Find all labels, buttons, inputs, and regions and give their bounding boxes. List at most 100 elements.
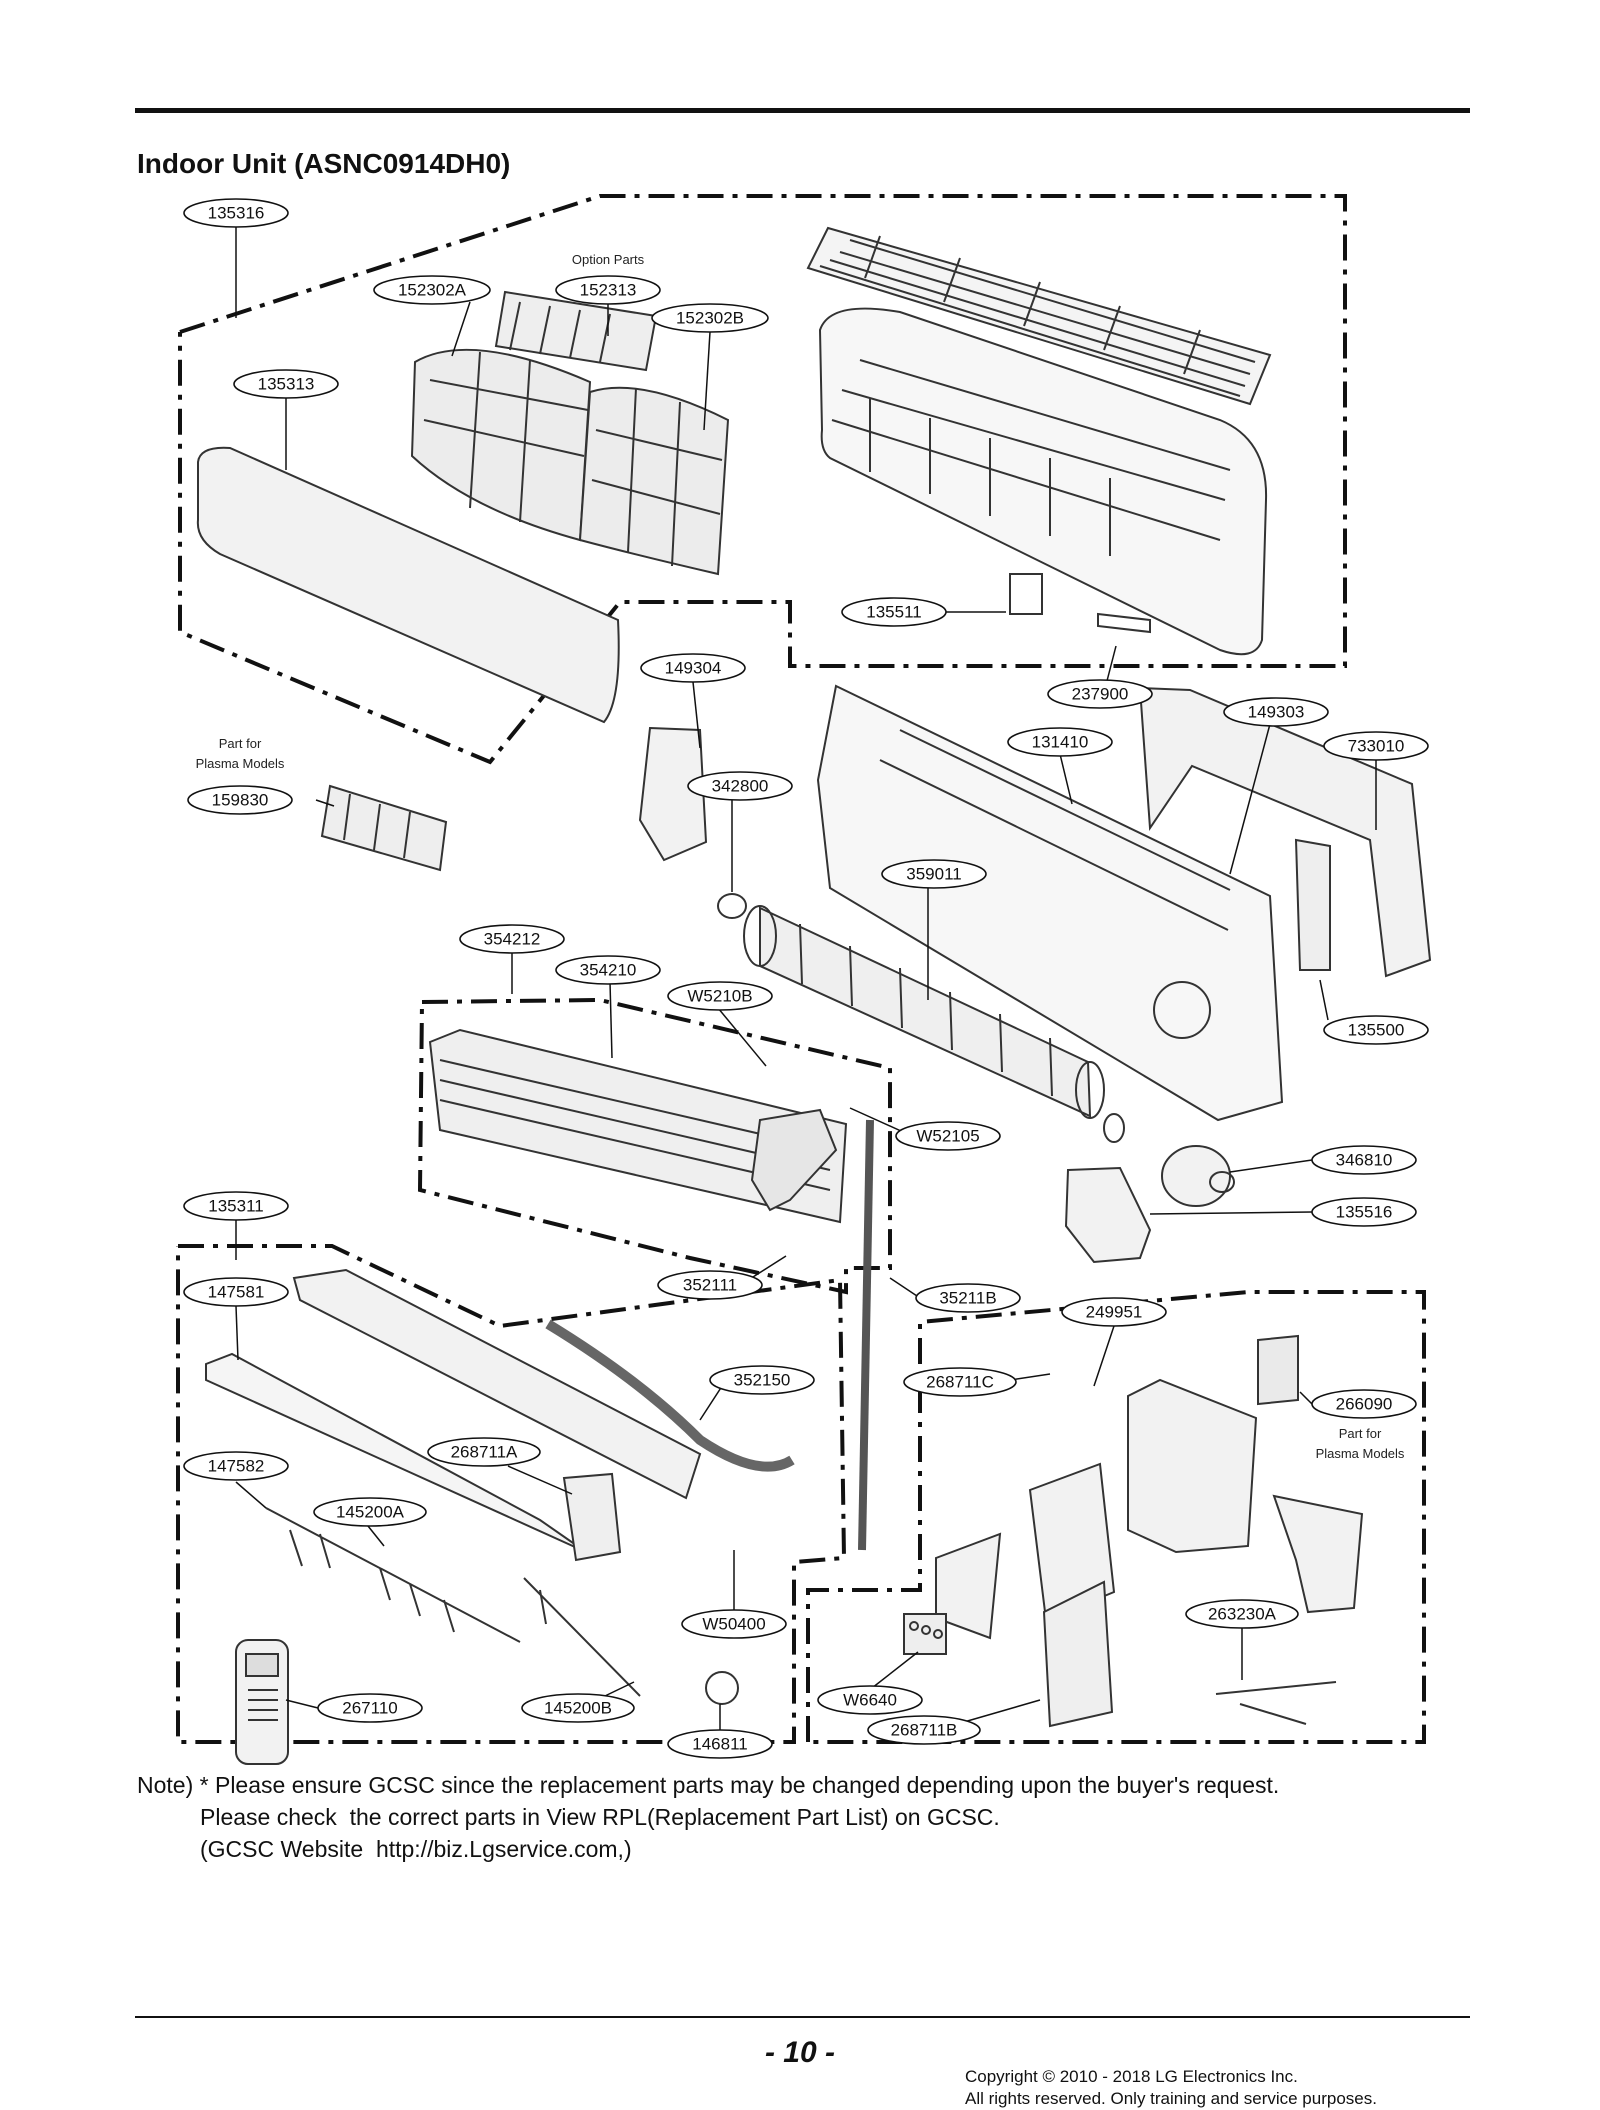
plasma-right-caption-1: Part for (1339, 1426, 1382, 1441)
fan-motor (1103, 1113, 1235, 1207)
callout-342800: 342800 (712, 777, 769, 796)
drain-hose (858, 1119, 874, 1551)
callout-135311-bubble (183, 1191, 289, 1221)
callout-146811-bubble (667, 1729, 773, 1759)
front-panel (196, 446, 620, 724)
callout-249951: 249951 (1086, 1303, 1143, 1322)
callout-W52105-bubble (895, 1121, 1001, 1151)
callout-352150-bubble (709, 1365, 815, 1395)
drain-hose-outer (545, 1319, 795, 1472)
callout-354210-bubble (555, 955, 661, 985)
callout-135500: 135500 (1348, 1021, 1405, 1040)
callout-354210: 354210 (580, 961, 637, 980)
callout-266090: 266090 (1336, 1395, 1393, 1414)
callout-263230A: 263230A (1208, 1605, 1277, 1624)
callout-W50400: W50400 (702, 1615, 765, 1634)
callout-237900: 237900 (1072, 685, 1129, 704)
callout-135316: 135316 (208, 204, 265, 223)
callout-135313-bubble (233, 369, 339, 399)
callout-268711A-bubble (427, 1437, 541, 1467)
callout-237900-bubble (1047, 679, 1153, 709)
callout-268711A: 268711A (451, 1443, 518, 1462)
callout-145200A-bubble (313, 1497, 427, 1527)
bottom-rule (135, 2016, 1470, 2018)
callout-159830: 159830 (212, 791, 269, 810)
callout-135316-bubble (183, 198, 289, 228)
callouts (183, 198, 1429, 1759)
callout-135511: 135511 (866, 603, 921, 622)
plasma-left-caption-2: Plasma Models (196, 756, 285, 771)
pipe-holder (1294, 838, 1331, 971)
callout-152302A: 152302A (398, 281, 467, 300)
callout-733010-bubble (1323, 731, 1429, 761)
leader-lines (235, 226, 1377, 1734)
callout-359011: 359011 (906, 865, 961, 884)
callout-342800-bubble (687, 771, 793, 801)
callout-W5210B-bubble (667, 981, 773, 1011)
callout-W6640: W6640 (843, 1691, 897, 1710)
callout-146811: 146811 (692, 1735, 747, 1754)
callout-131410: 131410 (1032, 733, 1089, 752)
plasma-right-caption-2: Plasma Models (1316, 1446, 1405, 1461)
callout-labels: 135316 135313 152302A 152313 152302B 135… (208, 204, 1405, 1754)
terminal-block (903, 1613, 947, 1655)
option-parts-caption: Option Parts (572, 252, 645, 267)
callout-145200B-bubble (521, 1693, 635, 1723)
control-cover (1272, 1494, 1364, 1614)
callout-145200A: 145200A (336, 1503, 405, 1522)
callout-352111: 352111 (683, 1276, 737, 1295)
callout-131410-bubble (1007, 727, 1113, 757)
callout-352150: 352150 (734, 1371, 791, 1390)
filter-left (410, 348, 592, 542)
copyright: Copyright © 2010 - 2018 LG Electronics I… (965, 2066, 1377, 2110)
side-bracket (638, 726, 708, 862)
callout-35211B: 35211B (939, 1289, 996, 1308)
copyright-line-1: Copyright © 2010 - 2018 LG Electronics I… (965, 2067, 1298, 2086)
callout-152302A-bubble (373, 275, 491, 305)
callout-135516-bubble (1311, 1197, 1417, 1227)
plasma-filter (320, 784, 448, 872)
callout-147582: 147582 (208, 1457, 265, 1476)
callout-W50400-bubble (681, 1609, 787, 1639)
filter-right (578, 386, 730, 576)
note-line-3: (GCSC Website http://biz.Lgservice.com,) (200, 1836, 632, 1862)
cross-flow-fan (743, 905, 1105, 1119)
callout-W6640-bubble (817, 1685, 923, 1715)
callout-359011-bubble (881, 859, 987, 889)
page-title: Indoor Unit (ASNC0914DH0) (137, 148, 511, 179)
callout-135313: 135313 (258, 375, 315, 394)
callout-263230A-bubble (1185, 1599, 1299, 1629)
cabinet-housing (816, 684, 1284, 1122)
callout-152302B: 152302B (676, 309, 744, 328)
fan-bearing (717, 893, 747, 919)
callout-135500-bubble (1323, 1015, 1429, 1045)
display-pcb (562, 1472, 622, 1562)
callout-152302B-bubble (651, 303, 769, 333)
callout-135516: 135516 (1336, 1203, 1393, 1222)
callout-268711C-bubble (903, 1367, 1017, 1397)
evaporator (428, 1028, 848, 1224)
callout-267110: 267110 (342, 1699, 397, 1718)
callout-249951-bubble (1061, 1297, 1167, 1327)
callout-268711B-bubble (867, 1715, 981, 1745)
copyright-line-2: All rights reserved. Only training and s… (965, 2089, 1377, 2108)
callout-W52105: W52105 (916, 1127, 979, 1146)
motor-cover (1064, 1166, 1152, 1264)
base-pan (205, 1268, 702, 1553)
front-grille (806, 226, 1272, 406)
callout-152313: 152313 (580, 281, 637, 300)
page-number: - 10 - (764, 2036, 836, 2069)
callout-149304-bubble (640, 653, 746, 683)
plasma-left-caption-1: Part for (219, 736, 262, 751)
base-group (176, 1244, 847, 1744)
component-drawings (196, 226, 1432, 1765)
note-line-1: Note) * Please ensure GCSC since the rep… (137, 1772, 1280, 1798)
callout-159830-bubble (187, 785, 293, 815)
callout-354212-bubble (459, 924, 565, 954)
main-chassis (818, 307, 1268, 656)
callout-149303-bubble (1223, 697, 1329, 727)
callout-268711B: 268711B (891, 1721, 958, 1740)
callout-346810: 346810 (1336, 1151, 1393, 1170)
callout-354212: 354212 (484, 930, 541, 949)
remote-controller (235, 1639, 289, 1765)
